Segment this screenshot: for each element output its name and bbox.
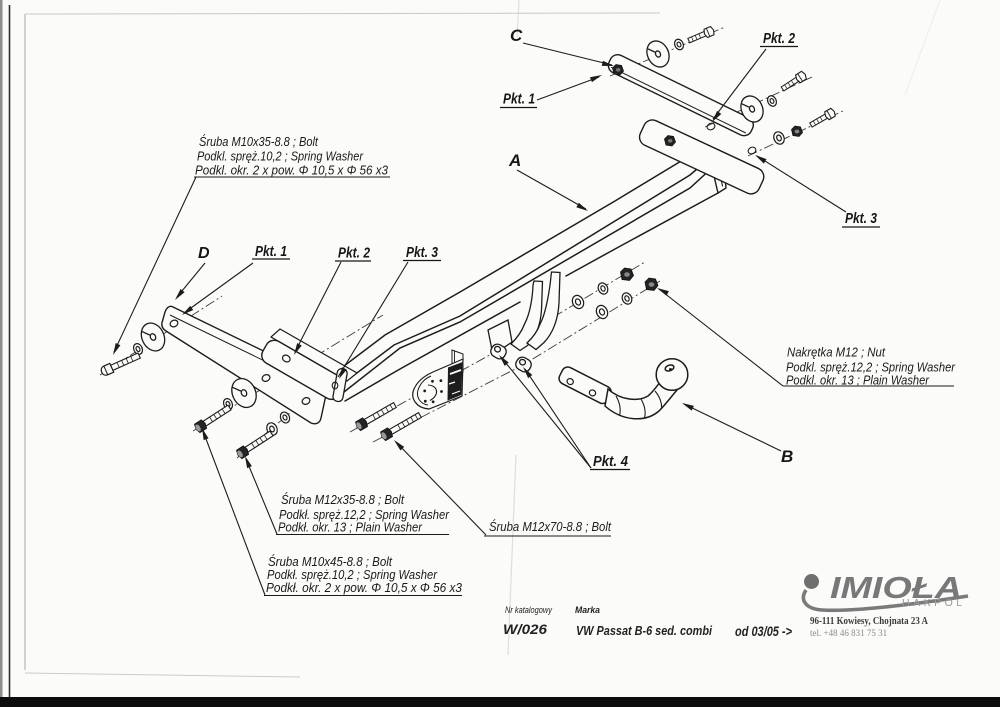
svg-text:Podkl. spręż.10,2 ; Spring Was: Podkl. spręż.10,2 ; Spring Washer <box>197 149 364 164</box>
svg-text:IMIOŁA: IMIOŁA <box>830 570 962 605</box>
svg-text:Podkl. okr. 2 x pow. Φ 10,5 x: Podkl. okr. 2 x pow. Φ 10,5 x Φ 56 x3 <box>195 163 389 178</box>
svg-text:Śruba M10x45-8.8 ; Bolt: Śruba M10x45-8.8 ; Bolt <box>268 554 393 569</box>
svg-text:Podkl. okr. 13 ; Plain Washer: Podkl. okr. 13 ; Plain Washer <box>786 373 930 388</box>
svg-text:Pkt. 3: Pkt. 3 <box>845 210 878 227</box>
svg-text:Nakrętka M12 ; Nut: Nakrętka M12 ; Nut <box>787 345 886 360</box>
svg-text:Pkt. 4: Pkt. 4 <box>593 453 629 470</box>
svg-text:HAKPOL: HAKPOL <box>902 597 966 609</box>
svg-text:Śruba M12x35-8.8 ; Bolt: Śruba M12x35-8.8 ; Bolt <box>281 492 405 507</box>
svg-text:tel. +48 46 831 75 31: tel. +48 46 831 75 31 <box>810 628 887 638</box>
svg-text:od 03/05 ->: od 03/05 -> <box>735 624 792 639</box>
svg-text:Pkt. 1: Pkt. 1 <box>503 91 535 108</box>
svg-text:C: C <box>510 26 523 45</box>
svg-text:Podkł. okr. 13 ; Plain Washer: Podkł. okr. 13 ; Plain Washer <box>278 520 423 535</box>
svg-text:Podkl. spręż.12,2 ; Spring Was: Podkl. spręż.12,2 ; Spring Washer <box>786 360 956 375</box>
svg-text:Podkł. spręż.12,2 ; Spring Was: Podkł. spręż.12,2 ; Spring Washer <box>279 507 450 522</box>
svg-text:VW Passat B-6 sed. combi: VW Passat B-6 sed. combi <box>576 623 712 638</box>
svg-text:Śruba M12x70-8.8 ; Bolt: Śruba M12x70-8.8 ; Bolt <box>489 519 612 534</box>
svg-text:Pkt. 2: Pkt. 2 <box>763 30 796 47</box>
svg-text:Nr katalogowy: Nr katalogowy <box>505 605 552 615</box>
svg-text:D: D <box>198 245 210 262</box>
svg-text:Podkł. spręż.10,2 ; Spring Was: Podkł. spręż.10,2 ; Spring Washer <box>267 567 438 582</box>
svg-text:Pkt. 2: Pkt. 2 <box>338 245 371 262</box>
svg-text:Podkł. okr. 2 x pow. Φ 10,5 x: Podkł. okr. 2 x pow. Φ 10,5 x Φ 56 x3 <box>266 580 463 595</box>
svg-text:B: B <box>781 447 793 466</box>
svg-text:W/026: W/026 <box>503 622 548 637</box>
svg-text:Śruba M10x35-8.8 ; Bolt: Śruba M10x35-8.8 ; Bolt <box>199 134 319 149</box>
svg-text:Pkt. 3: Pkt. 3 <box>406 244 439 261</box>
svg-text:96-111 Kowiesy, Chojnata 23 A: 96-111 Kowiesy, Chojnata 23 A <box>810 616 928 627</box>
svg-text:Marka: Marka <box>575 605 600 616</box>
svg-text:Pkt. 1: Pkt. 1 <box>255 243 287 260</box>
svg-text:A: A <box>508 151 521 170</box>
